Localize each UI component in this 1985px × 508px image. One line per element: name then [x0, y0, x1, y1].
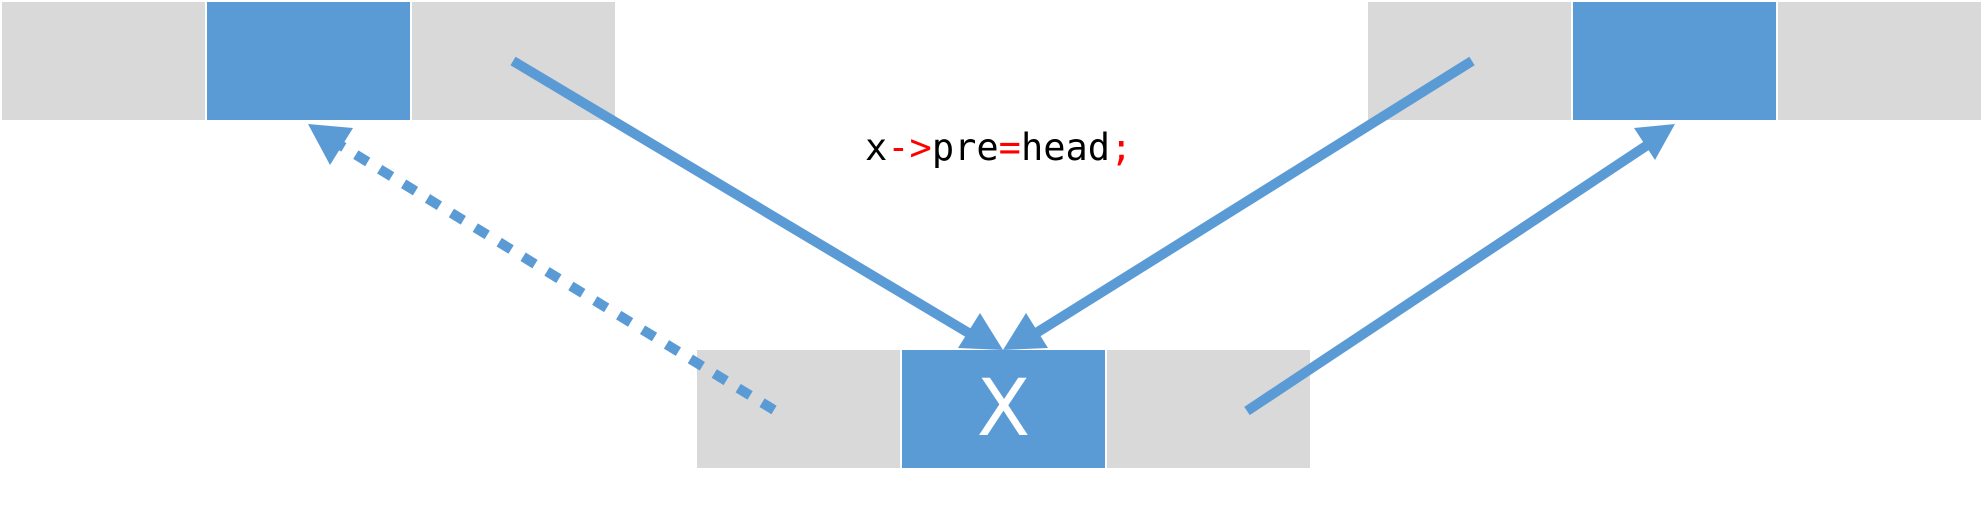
new-node-data-cell: X — [902, 350, 1105, 468]
code-statement: x->pre=head; — [865, 122, 1132, 174]
new-node-prev-cell — [697, 350, 900, 468]
code-variable: x — [865, 126, 888, 169]
left-next-arrow — [510, 56, 1003, 350]
code-assign-operator: = — [998, 126, 1021, 169]
new-node-next-cell — [1107, 350, 1310, 468]
left-node-prev-cell — [2, 2, 205, 120]
left-node-data-cell — [207, 2, 410, 120]
x-next-arrow — [1244, 124, 1675, 416]
right-node-next-cell — [1778, 2, 1981, 120]
new-node-x: X — [697, 350, 1310, 468]
new-node-label: X — [976, 364, 1031, 454]
code-semicolon: ; — [1110, 126, 1133, 169]
right-prev-arrow — [1003, 56, 1475, 350]
code-field: pre — [931, 126, 999, 169]
left-node — [2, 2, 615, 120]
code-arrow-operator: -> — [887, 126, 932, 169]
dotted-prev-arrow — [308, 124, 777, 415]
right-node-data-cell — [1573, 2, 1776, 120]
code-target: head — [1020, 126, 1111, 169]
